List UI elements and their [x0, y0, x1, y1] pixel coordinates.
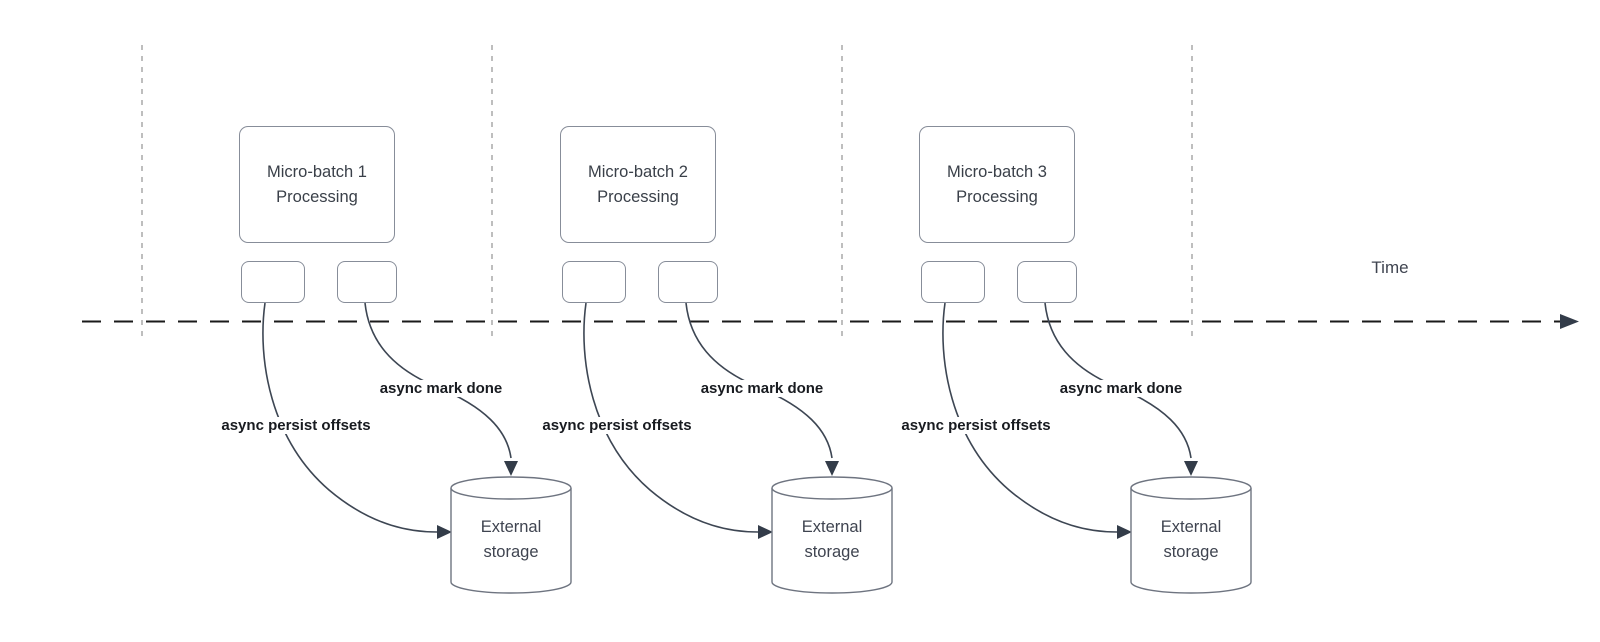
persist-offsets-label: async persist offsets: [525, 417, 709, 434]
async-arrows: [262, 302, 572, 594]
processing-box: Micro-batch 2 Processing: [560, 126, 716, 243]
mark-done-label: async mark done: [366, 380, 516, 397]
mark-done-arrowhead-icon: [825, 461, 839, 476]
processing-box: Micro-batch 3 Processing: [919, 126, 1075, 243]
microbatch-group-2: Micro-batch 2 Processing async persist o…: [525, 0, 920, 642]
mark-done-label: async mark done: [687, 380, 837, 397]
offset-task-box: [562, 261, 626, 303]
persist-offsets-arrow: [583, 302, 759, 533]
external-storage-cylinder: [1130, 476, 1252, 594]
mark-done-label: async mark done: [1046, 380, 1196, 397]
microbatch-group-3: Micro-batch 3 Processing async persist o…: [884, 0, 1279, 642]
processing-box-label: Micro-batch 2 Processing: [588, 162, 688, 206]
async-arrows: [583, 302, 893, 594]
mark-done-arrowhead-icon: [504, 461, 518, 476]
offset-task-box: [921, 261, 985, 303]
persist-offsets-arrowhead-icon: [1117, 525, 1132, 539]
processing-box-label: Micro-batch 1 Processing: [267, 162, 367, 206]
external-storage-label: External storage: [1160, 518, 1222, 561]
microbatch-group-1: Micro-batch 1 Processing async persist o…: [204, 0, 599, 642]
external-storage-cylinder: [450, 476, 572, 594]
external-storage-label: External storage: [480, 518, 542, 561]
persist-offsets-label: async persist offsets: [204, 417, 388, 434]
time-axis-arrowhead-icon: [1560, 314, 1579, 329]
mark-done-task-box: [337, 261, 397, 303]
persist-offsets-arrowhead-icon: [758, 525, 773, 539]
processing-box-label: Micro-batch 3 Processing: [947, 162, 1047, 206]
cylinder-rim: [771, 487, 893, 500]
mark-done-arrowhead-icon: [1184, 461, 1198, 476]
persist-offsets-arrowhead-icon: [437, 525, 452, 539]
offset-task-box: [241, 261, 305, 303]
mark-done-task-box: [1017, 261, 1077, 303]
processing-box: Micro-batch 1 Processing: [239, 126, 395, 243]
persist-offsets-arrow: [942, 302, 1118, 533]
cylinder-rim: [1130, 487, 1252, 500]
cylinder-rim: [450, 487, 572, 500]
persist-offsets-label: async persist offsets: [884, 417, 1068, 434]
time-axis-label: Time: [1371, 258, 1409, 277]
persist-offsets-arrow: [262, 302, 438, 533]
external-storage-cylinder: [771, 476, 893, 594]
external-storage-label: External storage: [801, 518, 863, 561]
mark-done-task-box: [658, 261, 718, 303]
async-arrows: [942, 302, 1252, 594]
